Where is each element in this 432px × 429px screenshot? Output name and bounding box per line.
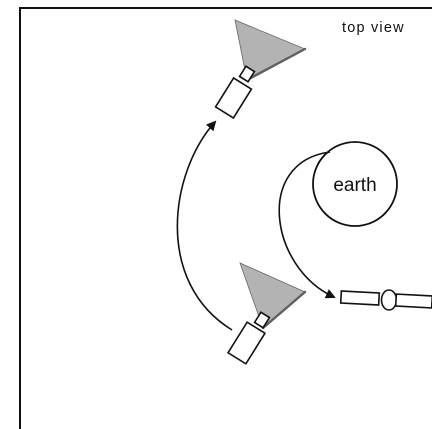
satellite-panel-right — [394, 293, 432, 309]
earth-circle — [312, 141, 398, 227]
satellite-icon — [339, 289, 432, 311]
earth: earth — [312, 141, 398, 227]
diagram-frame — [19, 7, 432, 429]
camera-bottom-lens-icon — [253, 311, 271, 329]
view-label: top view — [342, 20, 405, 36]
camera-top-lens-icon — [238, 65, 256, 83]
camera-bottom — [226, 262, 307, 365]
camera-top-body-icon — [214, 76, 253, 120]
satellite-orbit-arrow — [278, 151, 336, 299]
camera-bottom-beam-edge — [261, 290, 307, 330]
camera-bottom-body-icon — [226, 321, 267, 365]
camera-top-beam-edge — [245, 47, 307, 82]
camera-bottom-beam — [239, 262, 306, 329]
satellite-body — [380, 289, 398, 311]
earth-label: earth — [333, 175, 376, 196]
camera-top — [214, 19, 307, 120]
satellite-panel-left — [339, 290, 381, 306]
camera-motion-arrow — [176, 120, 233, 331]
